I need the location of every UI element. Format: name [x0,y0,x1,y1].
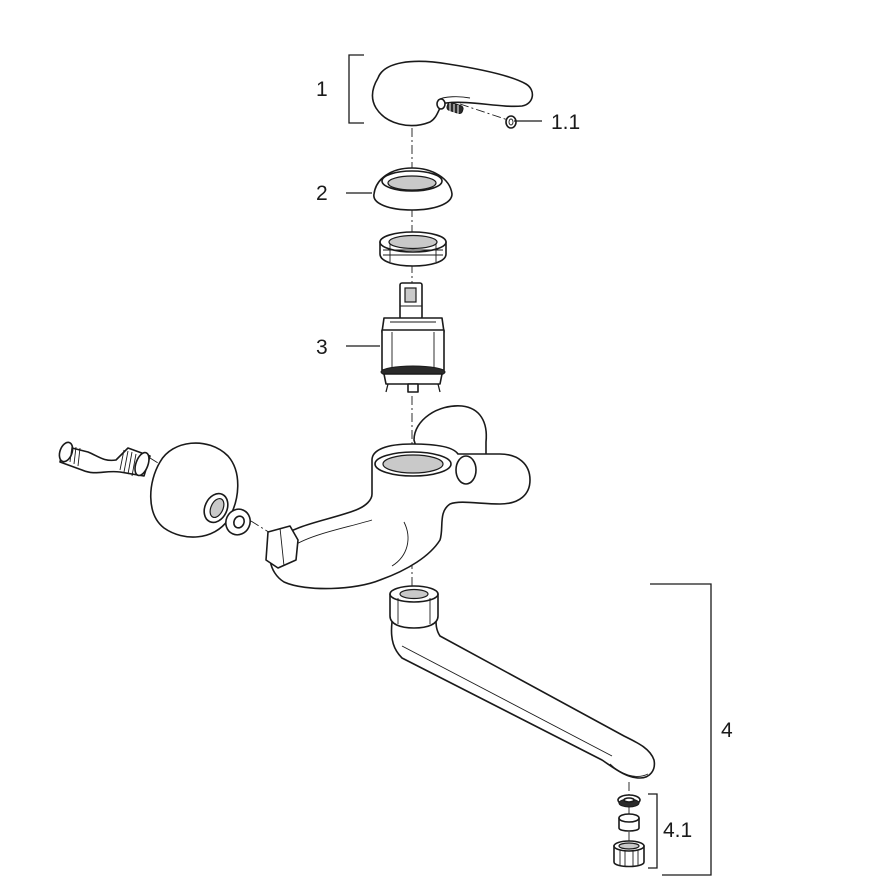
callout-label-handle: 1 [316,78,328,101]
callout-label-aerator: 4.1 [663,819,692,842]
lever-handle [371,60,534,129]
callout-label-cartridge: 3 [316,336,328,359]
retaining-nut [379,231,447,267]
callout-lines [346,54,712,876]
screw-plug-icon [505,115,517,129]
mixer-body [265,405,531,590]
cover-cap [373,167,453,211]
grub-screw-icon [446,102,464,114]
washer [225,508,251,536]
swivel-spout [389,585,656,779]
aerator-set [613,794,645,868]
wall-escutcheon [150,442,239,538]
callout-label-spout: 4 [721,719,733,742]
callout-label-grub-screw: 1.1 [551,111,580,134]
aerator-seal [617,794,641,808]
aerator-housing [613,840,645,868]
aerator-insert [618,813,640,832]
eccentric-connector [58,441,151,477]
callout-label-cover-cap: 2 [316,182,328,205]
ceramic-cartridge [380,282,446,393]
